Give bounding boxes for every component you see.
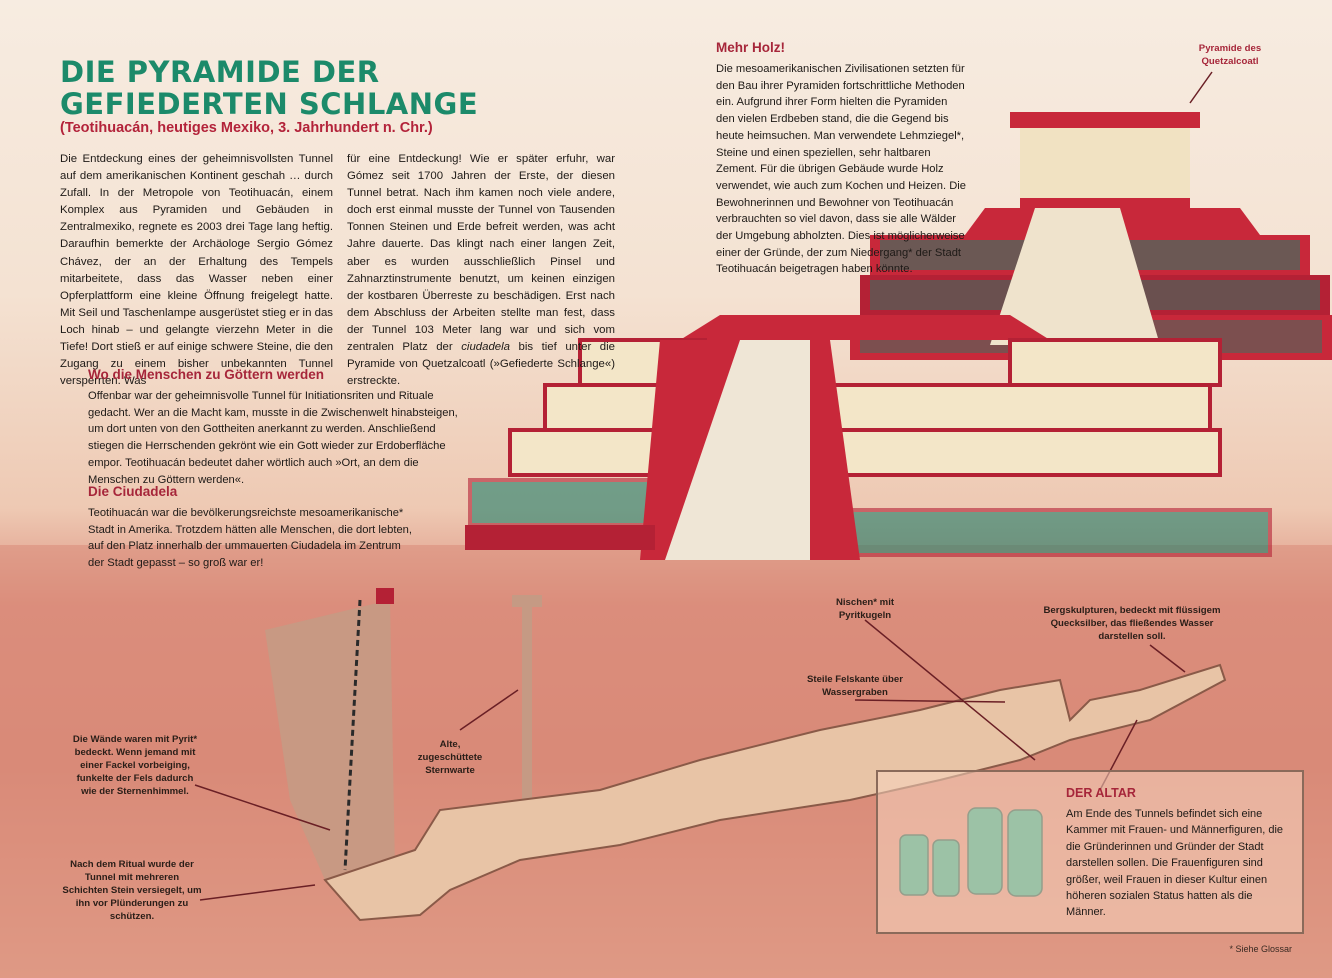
observatory-shaft — [512, 595, 542, 835]
page-subtitle: (Teotihuacán, heutiges Mexiko, 3. Jahrhu… — [60, 120, 433, 136]
label-pyramide: Pyramide des Quetzalcoatl — [1198, 43, 1262, 67]
mehr-holz-heading: Mehr Holz! — [716, 40, 785, 55]
label-sternwarte: Alte, zugeschüttete Sternwarte — [417, 739, 483, 776]
label-bergskulpturen: Bergskulpturen, bedeckt mit flüssigem Qu… — [1043, 605, 1221, 642]
goettern-text: Offenbar war der geheimnisvolle Tunnel f… — [88, 390, 458, 486]
goettern-heading: Wo die Menschen zu Göttern werden — [88, 367, 325, 382]
tunnel — [323, 663, 1227, 922]
label-nischen: Nischen* mit Pyritkugeln — [835, 597, 895, 621]
altar-box: DER ALTAR Am Ende des Tunnels befindet s… — [876, 770, 1304, 934]
intro-column-2: für eine Entdeckung! Wie er später erfuh… — [347, 151, 615, 390]
label-felskante: Steile Felskante über Wassergraben — [807, 674, 903, 698]
altar-heading: DER ALTAR — [1066, 786, 1136, 800]
altar-text: Am Ende des Tunnels befindet sich eine K… — [1066, 808, 1284, 919]
ciudadela-heading: Die Ciudadela — [88, 484, 178, 499]
ciudadela-section: Die Ciudadela Teotihuacán war die bevölk… — [88, 484, 418, 572]
front-pyramid — [465, 315, 1272, 560]
label-ritual: Nach dem Ritual wurde der Tunnel mit meh… — [62, 859, 202, 922]
back-pyramid — [850, 112, 1332, 360]
intro-text-1: Die Entdeckung eines der geheimnisvollst… — [60, 153, 333, 388]
page-title: DIE PYRAMIDE DER GEFIEDERTEN SCHLANGE — [60, 55, 479, 121]
mehr-holz-text: Die mesoamerikanischen Zivilisationen se… — [716, 63, 966, 276]
entrance-shaft — [265, 588, 395, 880]
intro-text-2: für eine Entdeckung! Wie er später erfuh… — [347, 153, 616, 388]
label-pyrit: Die Wände waren mit Pyrit* bedeckt. Wenn… — [72, 734, 198, 797]
intro-column-1: Die Entdeckung eines der geheimnisvollst… — [60, 151, 333, 390]
ciudadela-text: Teotihuacán war die bevölkerungsreichste… — [88, 507, 412, 570]
goettern-section: Wo die Menschen zu Göttern werden Offenb… — [88, 367, 468, 488]
altar-text-block: DER ALTAR Am Ende des Tunnels befindet s… — [1066, 786, 1288, 921]
footnote: * Siehe Glossar — [1229, 944, 1292, 954]
mehr-holz-section: Mehr Holz! Die mesoamerikanischen Zivili… — [716, 40, 968, 278]
